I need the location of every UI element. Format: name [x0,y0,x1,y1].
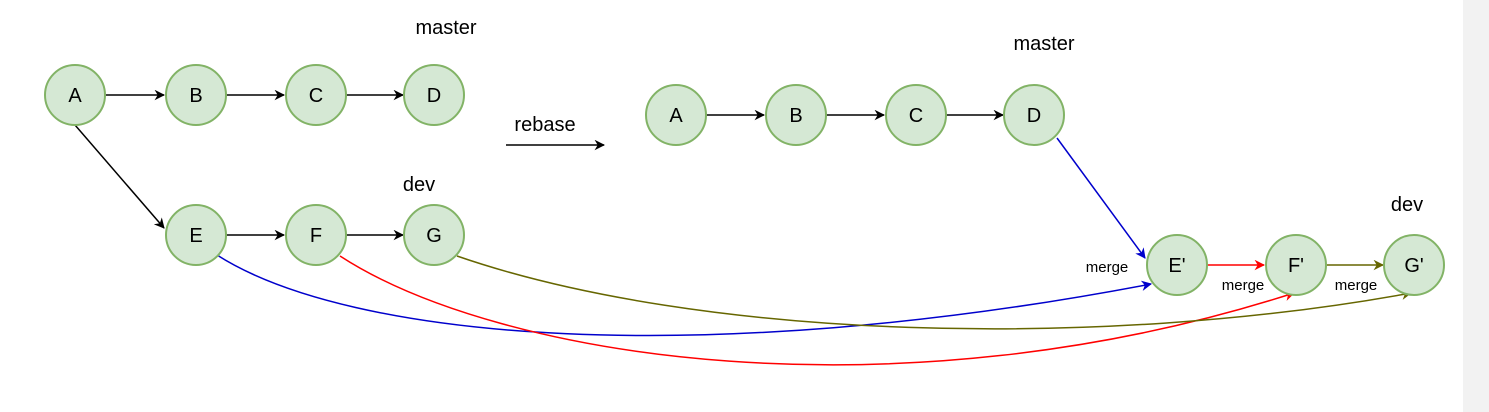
node-b[interactable]: B [165,64,227,126]
merge-label-fprime: merge [1222,277,1265,294]
master-label-after: master [1013,33,1074,55]
edge-curve-f-fprime [339,255,1295,366]
node-f-prime[interactable]: F' [1265,234,1327,296]
node-f-prime-label: F' [1288,255,1304,277]
rebase-label: rebase [514,114,575,136]
merge-label-eprime: merge [1086,259,1129,276]
node-d-label: D [427,85,441,107]
node-a2-label: A [669,105,683,127]
node-e-prime[interactable]: E' [1146,234,1208,296]
node-b2-label: B [789,105,802,127]
node-d2-label: D [1027,105,1041,127]
node-f[interactable]: F [285,204,347,266]
edge-d2-eprime [1056,137,1146,259]
node-e[interactable]: E [165,204,227,266]
node-f-label: F [310,225,322,247]
merge-label-gprime: merge [1335,277,1378,294]
scrollbar-track[interactable] [1463,0,1489,412]
node-a[interactable]: A [44,64,106,126]
node-c2[interactable]: C [885,84,947,146]
node-b-label: B [189,85,202,107]
node-g-prime-label: G' [1404,255,1423,277]
dev-label-after: dev [1391,194,1423,216]
node-c[interactable]: C [285,64,347,126]
edge-curve-e-eprime [216,254,1153,337]
node-c-label: C [309,85,323,107]
edge-curve-g-gprime [456,255,1413,330]
node-e-label: E [189,225,202,247]
master-label-before: master [415,17,476,39]
node-d[interactable]: D [403,64,465,126]
node-g-label: G [426,225,442,247]
node-g-prime[interactable]: G' [1383,234,1445,296]
node-b2[interactable]: B [765,84,827,146]
dev-label-before: dev [403,174,435,196]
node-a2[interactable]: A [645,84,707,146]
node-d2[interactable]: D [1003,84,1065,146]
edge-a-e [74,124,165,229]
node-c2-label: C [909,105,923,127]
node-a-label: A [68,85,82,107]
node-e-prime-label: E' [1168,255,1185,277]
node-g[interactable]: G [403,204,465,266]
